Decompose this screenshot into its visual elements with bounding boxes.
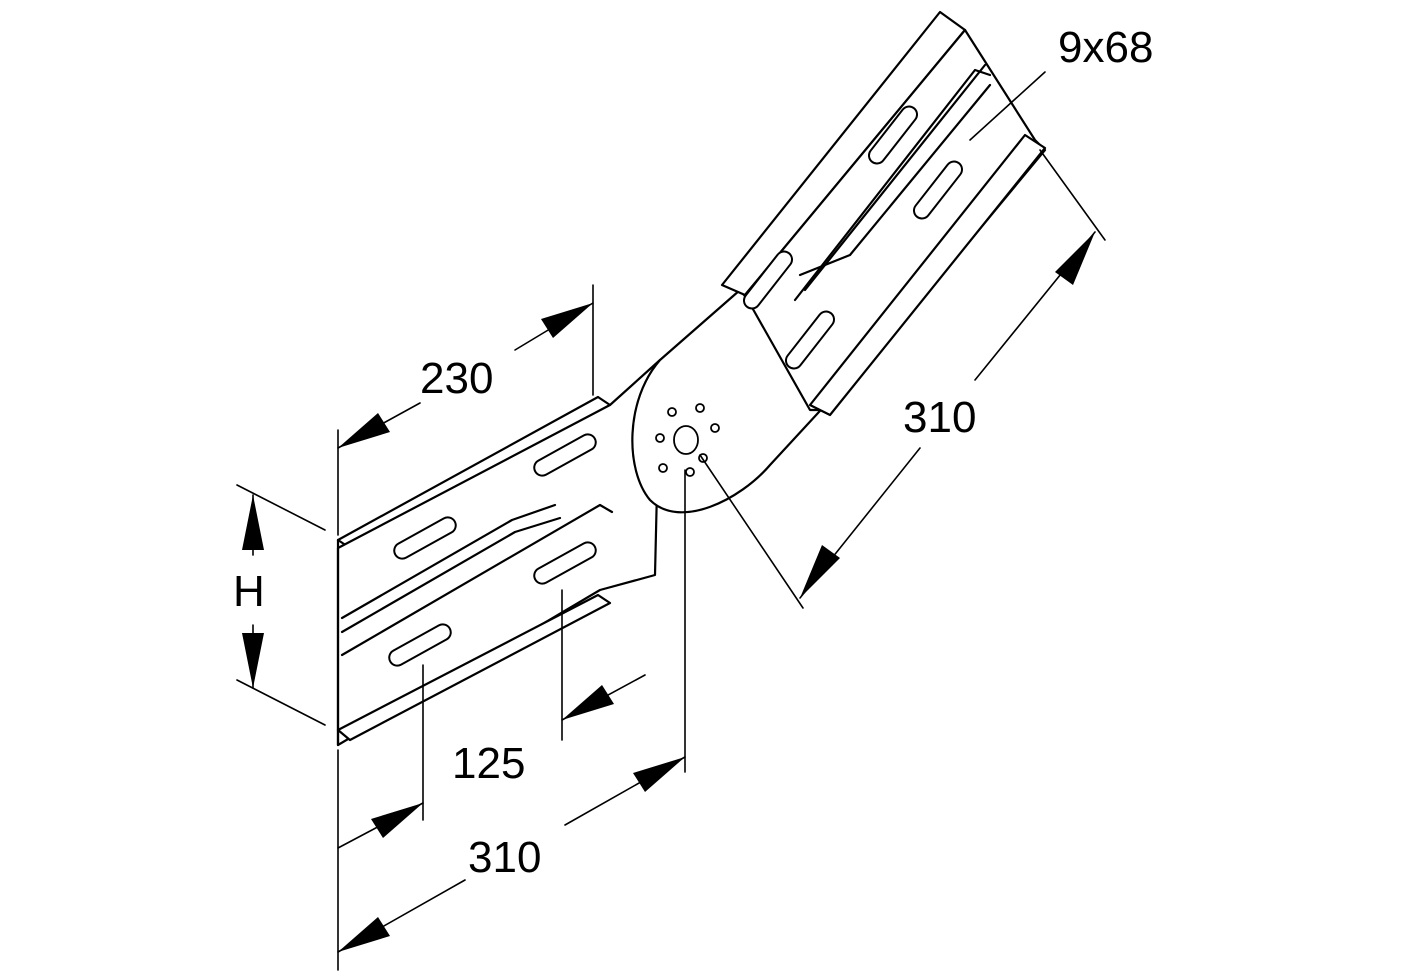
label-slot-size: 9x68 [1058,23,1153,72]
dimension-125 [337,589,646,849]
angled-rib-3 [798,83,992,277]
ext-h-bottom [236,679,326,726]
label-width-230: 230 [420,354,493,403]
leader-9x68 [969,71,1046,141]
left-rib-lower [340,516,562,634]
left-slot-3 [533,541,597,585]
bolt-hole-5 [658,463,668,473]
bolt-hole-6 [685,467,695,477]
arrow-125-right [562,685,614,720]
left-bracket-body [336,358,662,747]
bolt-hole-3 [655,433,665,443]
bolt-hole-2 [695,403,705,413]
ext-h-top [236,484,326,531]
arrow-310b-right [633,757,685,792]
angled-slot-4 [784,310,836,370]
angled-slot-2 [742,250,794,310]
angled-bottom-flange [808,133,1047,417]
bolt-hole-1 [667,407,677,417]
ext-310a-bottom [699,454,804,609]
arrow-310a-lower [800,545,840,598]
center-hole [673,425,699,455]
left-bottom-flange [336,593,612,742]
arrow-310b-left [338,917,390,952]
angled-slot-3 [912,160,964,220]
angled-rib-2 [803,63,987,292]
left-slot-2 [533,433,597,477]
angled-bracket-body [720,10,1047,417]
dimension-310-angled [699,149,1106,609]
left-lower-fold [340,503,614,657]
dimension-h [236,484,326,726]
left-web [336,358,662,747]
arrow-h-bottom [242,633,264,688]
dimension-230 [337,284,594,536]
arrow-230-left [338,413,390,448]
label-length-angled: 310 [903,393,976,442]
label-height-h: H [233,567,265,616]
angled-rib-1 [793,68,992,302]
arrow-230-right [541,303,593,338]
bolt-hole-4 [710,423,720,433]
arrow-h-top [242,495,264,550]
left-rib-upper [340,503,557,620]
arrow-125-left [371,803,423,838]
label-length-bottom: 310 [468,833,541,882]
left-slot-4 [388,623,452,667]
dimension-310-bottom [337,469,686,971]
angled-slot-1 [867,105,919,165]
left-slot-1 [393,516,457,560]
arrow-310a-upper [1055,232,1095,285]
ext-310a-top [1039,149,1106,241]
label-offset-125: 125 [452,739,525,788]
